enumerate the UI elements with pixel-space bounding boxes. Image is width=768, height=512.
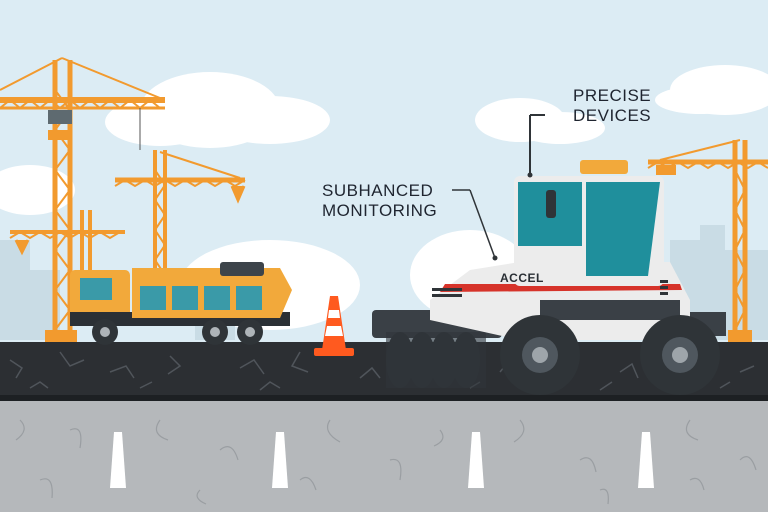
road-edge bbox=[0, 395, 768, 401]
crane-block bbox=[656, 165, 676, 175]
crane-base bbox=[45, 330, 77, 342]
traffic-cone-icon bbox=[314, 296, 354, 356]
crane-base bbox=[728, 330, 752, 342]
precise-line2: DEVICES bbox=[573, 106, 652, 125]
crane-cab bbox=[48, 110, 72, 124]
monitoring-label: SUBHANCED MONITORING bbox=[322, 181, 437, 221]
precise-devices-label: PRECISE DEVICES bbox=[573, 86, 651, 126]
crane-counterweight bbox=[48, 130, 72, 140]
callout-dot bbox=[527, 172, 533, 178]
road-marker-icon bbox=[110, 432, 654, 488]
monitoring-line2: MONITORING bbox=[322, 201, 438, 220]
monitoring-callout-line bbox=[469, 189, 496, 259]
roller-brand-label: ACCEL bbox=[500, 271, 544, 285]
concrete-layer bbox=[0, 401, 768, 512]
precise-line1: PRECISE bbox=[573, 86, 652, 105]
concrete-texture bbox=[15, 419, 757, 505]
road-roller-icon bbox=[372, 114, 726, 395]
dump-truck-icon bbox=[70, 262, 292, 345]
callout-dot bbox=[492, 255, 498, 261]
monitoring-line1: SUBHANCED bbox=[322, 181, 434, 200]
